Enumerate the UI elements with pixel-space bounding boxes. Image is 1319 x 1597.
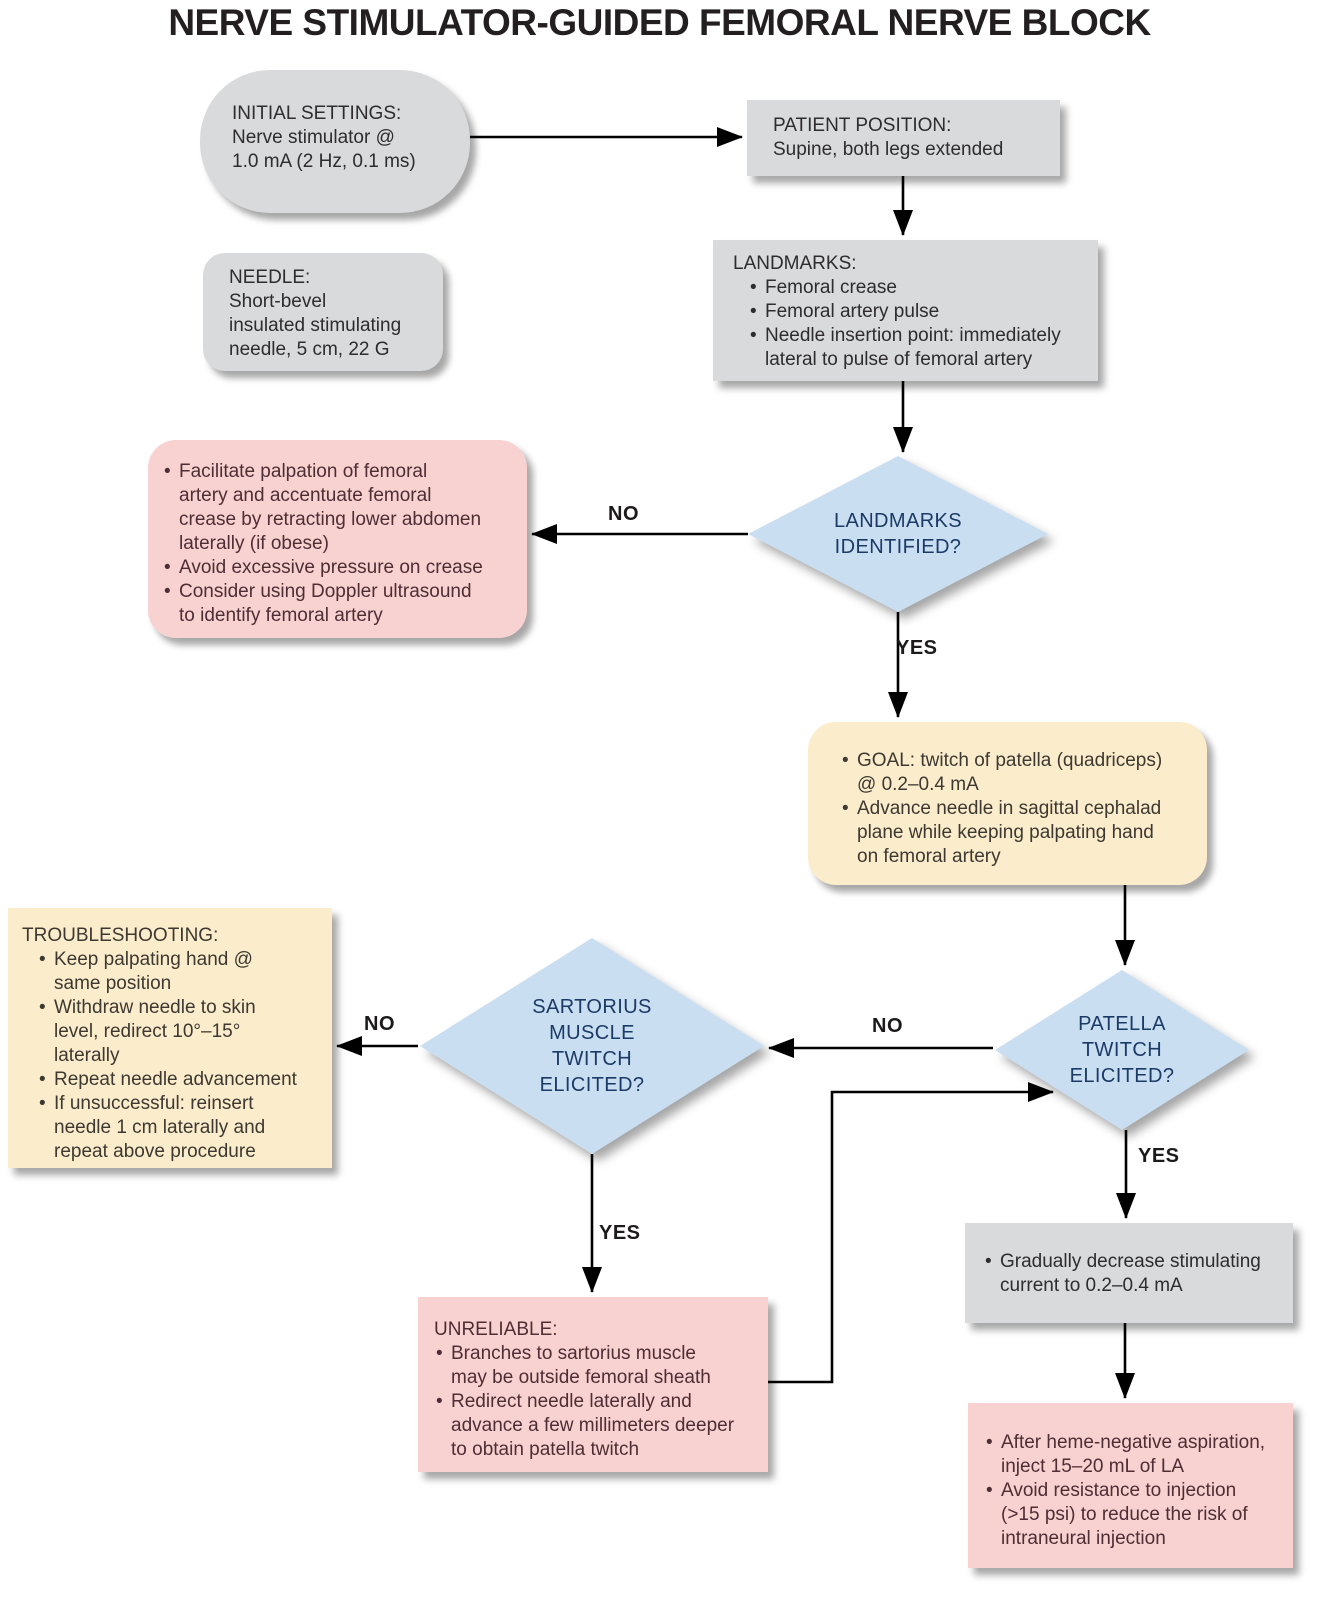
patient-position-text: PATIENT POSITION: Supine, both legs exte… (773, 115, 1004, 160)
palpation-bullet-list: Facilitate palpation of femoral artery a… (162, 460, 521, 628)
initial-settings-text: INITIAL SETTINGS: Nerve stimulator @ 1.0… (232, 103, 416, 172)
troubleshooting-box: TROUBLESHOOTING: Keep palpating hand @ s… (8, 908, 332, 1168)
palpation-tips-box: Facilitate palpation of femoral artery a… (148, 440, 527, 638)
bullet-item: Avoid resistance to injection (>15 psi) … (984, 1479, 1289, 1551)
bullet-item: Keep palpating hand @ same position (37, 948, 328, 996)
edge-label-no: NO (872, 1015, 903, 1037)
bullet-item: Consider using Doppler ultrasound to ide… (162, 580, 521, 628)
bullet-item: Avoid excessive pressure on crease (162, 556, 521, 580)
troubleshooting-bullet-list: Keep palpating hand @ same position With… (22, 948, 328, 1164)
edge-label-no: NO (364, 1013, 395, 1035)
landmarks-heading: LANDMARKS: (733, 253, 857, 274)
unreliable-bullet-list: Branches to sartorius muscle may be outs… (434, 1342, 764, 1462)
sartorius-twitch-label: SARTORIUS MUSCLE TWITCH ELICITED? (532, 996, 652, 1096)
bullet-item: Branches to sartorius muscle may be outs… (434, 1342, 764, 1390)
bullet-item: Withdraw needle to skin level, redirect … (37, 996, 328, 1068)
bullet-item: Gradually decrease stimulating current t… (983, 1250, 1289, 1298)
injection-box: After heme-negative aspiration, inject 1… (968, 1403, 1293, 1568)
landmarks-bullet-list: Femoral crease Femoral artery pulse Need… (733, 276, 1090, 372)
edge-label-yes: YES (599, 1222, 641, 1244)
needle-text: NEEDLE: Short-bevel insulated stimulatin… (229, 267, 402, 360)
bullet-item: Femoral artery pulse (748, 300, 1090, 324)
bullet-item: Facilitate palpation of femoral artery a… (162, 460, 521, 556)
page-title: NERVE STIMULATOR-GUIDED FEMORAL NERVE BL… (168, 2, 1151, 43)
injection-bullet-list: After heme-negative aspiration, inject 1… (984, 1431, 1289, 1551)
edge-label-yes: YES (896, 637, 938, 659)
unreliable-heading: UNRELIABLE: (434, 1319, 558, 1340)
decrease-bullet-list: Gradually decrease stimulating current t… (983, 1250, 1289, 1298)
bullet-item: Advance needle in sagittal cephalad plan… (840, 797, 1201, 869)
bullet-item: Repeat needle advancement (37, 1068, 328, 1092)
needle-box: NEEDLE: Short-bevel insulated stimulatin… (203, 253, 443, 371)
goal-bullet-list: GOAL: twitch of patella (quadriceps) @ 0… (840, 749, 1201, 869)
bullet-item: If unsuccessful: reinsert needle 1 cm la… (37, 1092, 328, 1164)
bullet-item: Needle insertion point: immediately late… (748, 324, 1090, 372)
edge-label-yes: YES (1138, 1145, 1180, 1167)
bullet-item: Redirect needle laterally and advance a … (434, 1390, 764, 1462)
patient-position-box: PATIENT POSITION: Supine, both legs exte… (747, 100, 1060, 176)
initial-settings-box: INITIAL SETTINGS: Nerve stimulator @ 1.0… (200, 70, 470, 213)
decrease-current-box: Gradually decrease stimulating current t… (965, 1223, 1293, 1323)
goal-box: GOAL: twitch of patella (quadriceps) @ 0… (808, 722, 1207, 885)
landmarks-box: LANDMARKS: Femoral crease Femoral artery… (713, 240, 1098, 381)
troubleshooting-heading: TROUBLESHOOTING: (22, 925, 219, 946)
landmarks-identified-label: LANDMARKS IDENTIFIED? (833, 510, 963, 558)
bullet-item: Femoral crease (748, 276, 1090, 300)
edge-label-no: NO (608, 503, 639, 525)
unreliable-box: UNRELIABLE: Branches to sartorius muscle… (418, 1297, 768, 1472)
patella-twitch-label: PATELLA TWITCH ELICITED? (1069, 1013, 1175, 1087)
bullet-item: GOAL: twitch of patella (quadriceps) @ 0… (840, 749, 1201, 797)
bullet-item: After heme-negative aspiration, inject 1… (984, 1431, 1289, 1479)
